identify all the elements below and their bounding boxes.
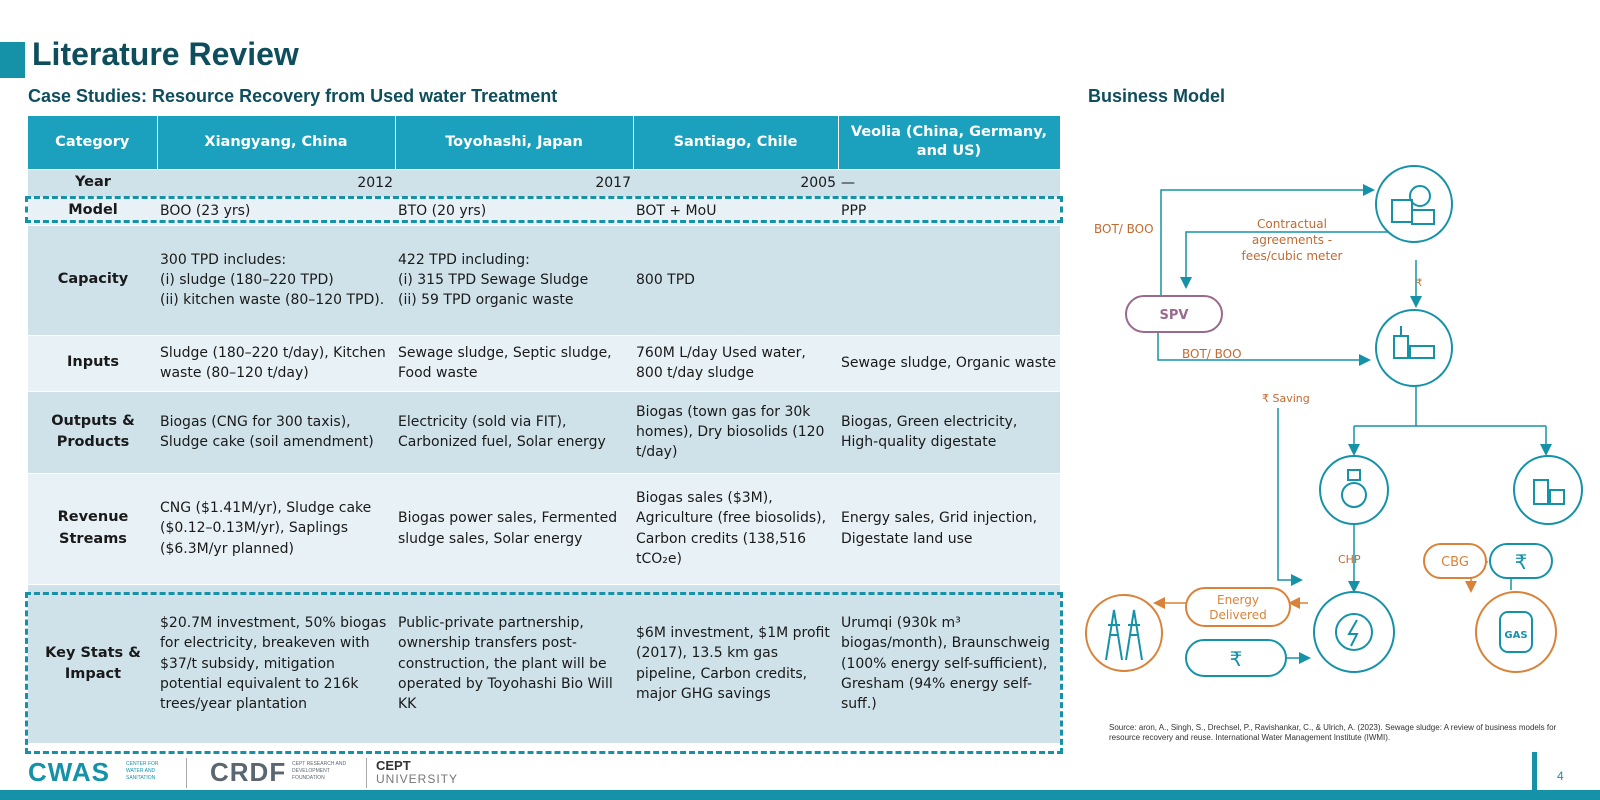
row-label-capacity: Capacity [28, 224, 157, 335]
table-row-inputs: Inputs Sludge (180–220 t/day), Kitchen w… [28, 334, 1060, 391]
cell: $20.7M investment, 50% biogas for electr… [157, 583, 395, 743]
chp-icon [1319, 455, 1389, 525]
table-header-row: Category Xiangyang, China Toyohashi, Jap… [28, 116, 1061, 169]
cell: Biogas, Green electricity, High-quality … [838, 390, 1060, 473]
cell: 2017 [395, 168, 633, 197]
svg-text:CBG: CBG [1441, 555, 1469, 570]
cell: 760M L/day Used water, 800 t/day sludge [633, 334, 838, 391]
table-row-outputs: Outputs & Products Biogas (CNG for 300 t… [28, 390, 1060, 473]
bot-boo-mid-label: BOT/ BOO [1182, 347, 1242, 361]
table-row-year: Year 2012 2017 2005 — [28, 168, 1060, 197]
crdf-logo-subtext: CEPT RESEARCH AND DEVELOPMENT FOUNDATION [292, 761, 347, 781]
cbg-plant-icon [1513, 455, 1583, 525]
page-number: 4 [1557, 769, 1564, 783]
cbg-box: CBG [1423, 543, 1487, 579]
table-row-revenue: Revenue Streams CNG ($1.41M/yr), Sludge … [28, 472, 1060, 584]
cell [838, 224, 1060, 335]
cell: Biogas power sales, Fermented sludge sal… [395, 472, 633, 584]
business-model-title: Business Model [1088, 86, 1226, 106]
cept-logo: CEPT [376, 758, 411, 773]
row-label-key-stats: Key Stats & Impact [28, 583, 157, 743]
cell: Electricity (sold via FIT), Carbonized f… [395, 390, 633, 473]
cell: CNG ($1.41M/yr), Sludge cake ($0.12–0.13… [157, 472, 395, 584]
cell: Energy sales, Grid injection, Digestate … [838, 472, 1060, 584]
cell: $6M investment, $1M profit (2017), 13.5 … [633, 583, 838, 743]
svg-text:₹: ₹ [1230, 647, 1243, 671]
bot-boo-top-label: BOT/ BOO [1094, 222, 1154, 236]
saving-label: ₹ Saving [1262, 392, 1310, 405]
table-row-capacity: Capacity 300 TPD includes: (i) sludge (1… [28, 224, 1060, 335]
key-stats-highlight [25, 592, 1063, 754]
gas-cylinder-icon: GAS [1475, 591, 1557, 673]
spv-box: SPV [1125, 295, 1223, 333]
cell: 2005 [633, 168, 838, 197]
row-label-outputs: Outputs & Products [28, 390, 157, 473]
treatment-facility-icon [1375, 165, 1453, 243]
cwas-logo: CWAS [28, 757, 110, 787]
cell: 422 TPD including: (i) 315 TPD Sewage Sl… [395, 224, 633, 335]
svg-text:₹: ₹ [1515, 550, 1528, 574]
cell: — [838, 168, 1060, 197]
cell: Sewage sludge, Organic waste [838, 334, 1060, 391]
logo-divider [366, 758, 367, 788]
business-model-diagram: SPV GAS Energy Delivere [1085, 165, 1583, 677]
footer-bar [0, 790, 1600, 800]
cell: Biogas sales ($3M), Agriculture (free bi… [633, 472, 838, 584]
row-label-year: Year [28, 168, 157, 197]
page-number-accent [1532, 752, 1537, 790]
row-label-revenue: Revenue Streams [28, 472, 157, 584]
rupee-payment-box: ₹ [1185, 639, 1287, 677]
svg-text:Energy: Energy [1217, 593, 1259, 607]
contract-label-1: Contractual [1257, 217, 1327, 231]
header-santiago: Santiago, Chile [633, 116, 839, 169]
cell: 300 TPD includes: (i) sludge (180–220 TP… [157, 224, 395, 335]
spv-label: SPV [1160, 308, 1189, 323]
power-grid-icon [1085, 594, 1163, 672]
cept-logo-subtext: UNIVERSITY [376, 772, 459, 786]
header-veolia: Veolia (China, Germany, and US) [838, 116, 1061, 169]
cell: Public-private partnership, ownership tr… [395, 583, 633, 743]
svg-text:Delivered: Delivered [1209, 608, 1266, 622]
contract-label-2: agreements - [1252, 233, 1332, 247]
cell: Urumqi (930k m³ biogas/month), Braunschw… [838, 583, 1060, 743]
section-subtitle: Case Studies: Resource Recovery from Use… [28, 86, 558, 106]
header-toyohashi: Toyohashi, Japan [395, 116, 634, 169]
cell: 2012 [157, 168, 395, 197]
table-row-key-stats: Key Stats & Impact $20.7M investment, 50… [28, 583, 1060, 743]
logo-divider [186, 758, 187, 788]
cell: 800 TPD [633, 224, 838, 335]
source-citation: Source: aron, A., Singh, S., Drechsel, P… [1109, 723, 1557, 742]
page-title: Literature Review [32, 36, 299, 72]
cell: Sludge (180–220 t/day), Kitchen waste (8… [157, 334, 395, 391]
model-row-highlight [25, 196, 1063, 223]
chp-label: CHP [1338, 553, 1361, 566]
energy-cycle-icon [1313, 591, 1395, 673]
title-accent-bar [0, 42, 25, 78]
contract-label-3: fees/cubic meter [1242, 249, 1343, 263]
row-label-inputs: Inputs [28, 334, 157, 391]
processing-plant-icon [1375, 309, 1453, 387]
case-studies-table: Category Xiangyang, China Toyohashi, Jap… [28, 116, 1061, 743]
header-category: Category [28, 116, 158, 169]
cell: Biogas (town gas for 30k homes), Dry bio… [633, 390, 838, 473]
energy-delivered-box: Energy Delivered [1185, 587, 1291, 627]
gas-label: GAS [1504, 630, 1527, 641]
cell: Sewage sludge, Septic sludge, Food waste [395, 334, 633, 391]
cwas-logo-subtext: CENTER FOR WATER AND SANITATION [126, 761, 159, 781]
cell: Biogas (CNG for 300 taxis), Sludge cake … [157, 390, 395, 473]
rupee-cbg-box: ₹ [1489, 543, 1553, 579]
rupee-small-label: ₹ [1416, 278, 1422, 289]
header-xiangyang: Xiangyang, China [157, 116, 396, 169]
crdf-logo: CRDF [210, 757, 287, 787]
